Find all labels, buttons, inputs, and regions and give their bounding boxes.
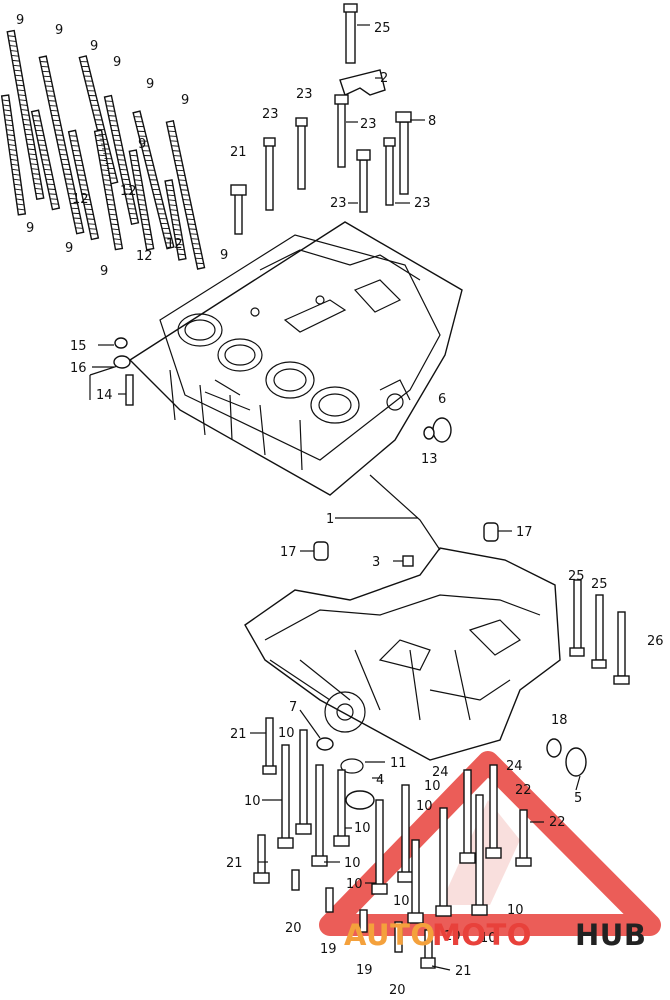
callout-21: 21 bbox=[230, 145, 247, 160]
callout-19: 19 bbox=[320, 942, 337, 957]
callout-9: 9 bbox=[146, 77, 154, 92]
leader-lines bbox=[92, 24, 581, 971]
callout-10: 10 bbox=[444, 929, 461, 944]
callout-10: 10 bbox=[344, 856, 361, 871]
callout-4: 4 bbox=[376, 773, 384, 788]
stud-threads bbox=[165, 184, 186, 256]
stud-threads bbox=[2, 99, 25, 211]
callout-19: 19 bbox=[356, 963, 373, 978]
callout-23: 23 bbox=[330, 196, 347, 211]
callout-12: 12 bbox=[72, 192, 89, 207]
callout-9: 9 bbox=[100, 264, 108, 279]
callout-24: 24 bbox=[432, 765, 449, 780]
callout-10: 10 bbox=[278, 726, 295, 741]
stud-threads bbox=[69, 135, 98, 235]
callout-25: 25 bbox=[568, 569, 585, 584]
callout-2: 2 bbox=[380, 71, 388, 86]
callout-13: 13 bbox=[421, 452, 438, 467]
watermark-logo: AUTO MOTO HUB bbox=[344, 918, 646, 952]
callout-11: 11 bbox=[390, 756, 407, 771]
callout-21: 21 bbox=[230, 727, 247, 742]
callout-15: 15 bbox=[70, 339, 87, 354]
studs-group-9 bbox=[0, 29, 206, 270]
callout-14: 14 bbox=[96, 388, 113, 403]
callout-9: 9 bbox=[65, 241, 73, 256]
callout-7: 7 bbox=[289, 700, 297, 715]
stud-threads bbox=[40, 61, 83, 229]
callout-21: 21 bbox=[226, 856, 243, 871]
callout-25: 25 bbox=[374, 21, 391, 36]
lower-crankcase bbox=[244, 547, 561, 761]
callout-9: 9 bbox=[55, 23, 63, 38]
callout-12: 12 bbox=[166, 237, 183, 252]
callout-labels: 25 2 8 23 23 23 23 23 21 9 9 9 9 9 9 9 9… bbox=[16, 13, 664, 998]
stud-threads bbox=[167, 125, 204, 265]
callout-20: 20 bbox=[285, 921, 302, 936]
callout-6: 6 bbox=[438, 392, 446, 407]
callout-12: 12 bbox=[136, 249, 153, 264]
callout-10: 10 bbox=[393, 894, 410, 909]
callout-22: 22 bbox=[515, 783, 532, 798]
stud-threads bbox=[105, 100, 138, 220]
callout-9: 9 bbox=[90, 39, 98, 54]
watermark-hub: HUB bbox=[575, 918, 646, 952]
stud-threads bbox=[95, 134, 122, 245]
callout-21: 21 bbox=[455, 964, 472, 979]
stud-threads bbox=[134, 116, 173, 244]
stud-threads bbox=[32, 115, 59, 205]
callout-23: 23 bbox=[296, 87, 313, 102]
callout-20: 20 bbox=[389, 983, 406, 998]
callout-9: 9 bbox=[181, 93, 189, 108]
callout-10: 10 bbox=[244, 794, 261, 809]
stud-threads bbox=[7, 35, 44, 195]
upper-bolts bbox=[230, 3, 412, 235]
upper-crankcase bbox=[128, 221, 463, 496]
stud-threads bbox=[130, 154, 153, 246]
callout-8: 8 bbox=[428, 114, 436, 129]
callout-10: 10 bbox=[354, 821, 371, 836]
callout-5: 5 bbox=[574, 791, 582, 806]
callout-24: 24 bbox=[506, 759, 523, 774]
callout-3: 3 bbox=[372, 555, 380, 570]
leader-1 bbox=[369, 474, 441, 551]
callout-10: 10 bbox=[424, 779, 441, 794]
callout-9: 9 bbox=[16, 13, 24, 28]
callout-18: 18 bbox=[551, 713, 568, 728]
callout-12: 12 bbox=[120, 184, 137, 199]
callout-26: 26 bbox=[647, 634, 664, 649]
callout-25: 25 bbox=[591, 577, 608, 592]
callout-16: 16 bbox=[70, 361, 87, 376]
callout-23: 23 bbox=[360, 117, 377, 132]
lower-bolts bbox=[253, 717, 532, 969]
callout-10: 10 bbox=[346, 877, 363, 892]
callout-23: 23 bbox=[262, 107, 279, 122]
callout-9: 9 bbox=[113, 55, 121, 70]
callout-10: 10 bbox=[416, 799, 433, 814]
stud-threads bbox=[80, 61, 117, 179]
callout-10: 10 bbox=[480, 931, 497, 946]
watermark-moto: MOTO bbox=[432, 918, 532, 952]
callout-22: 22 bbox=[549, 815, 566, 830]
callout-17: 17 bbox=[516, 525, 533, 540]
callout-9: 9 bbox=[138, 137, 146, 152]
callout-9: 9 bbox=[26, 221, 34, 236]
callout-9: 9 bbox=[220, 248, 228, 263]
callout-1: 1 bbox=[326, 512, 334, 527]
watermark-auto: AUTO bbox=[344, 918, 436, 952]
callout-17: 17 bbox=[280, 545, 297, 560]
callout-10: 10 bbox=[507, 903, 524, 918]
callout-23: 23 bbox=[414, 196, 431, 211]
small-parts bbox=[113, 337, 630, 810]
